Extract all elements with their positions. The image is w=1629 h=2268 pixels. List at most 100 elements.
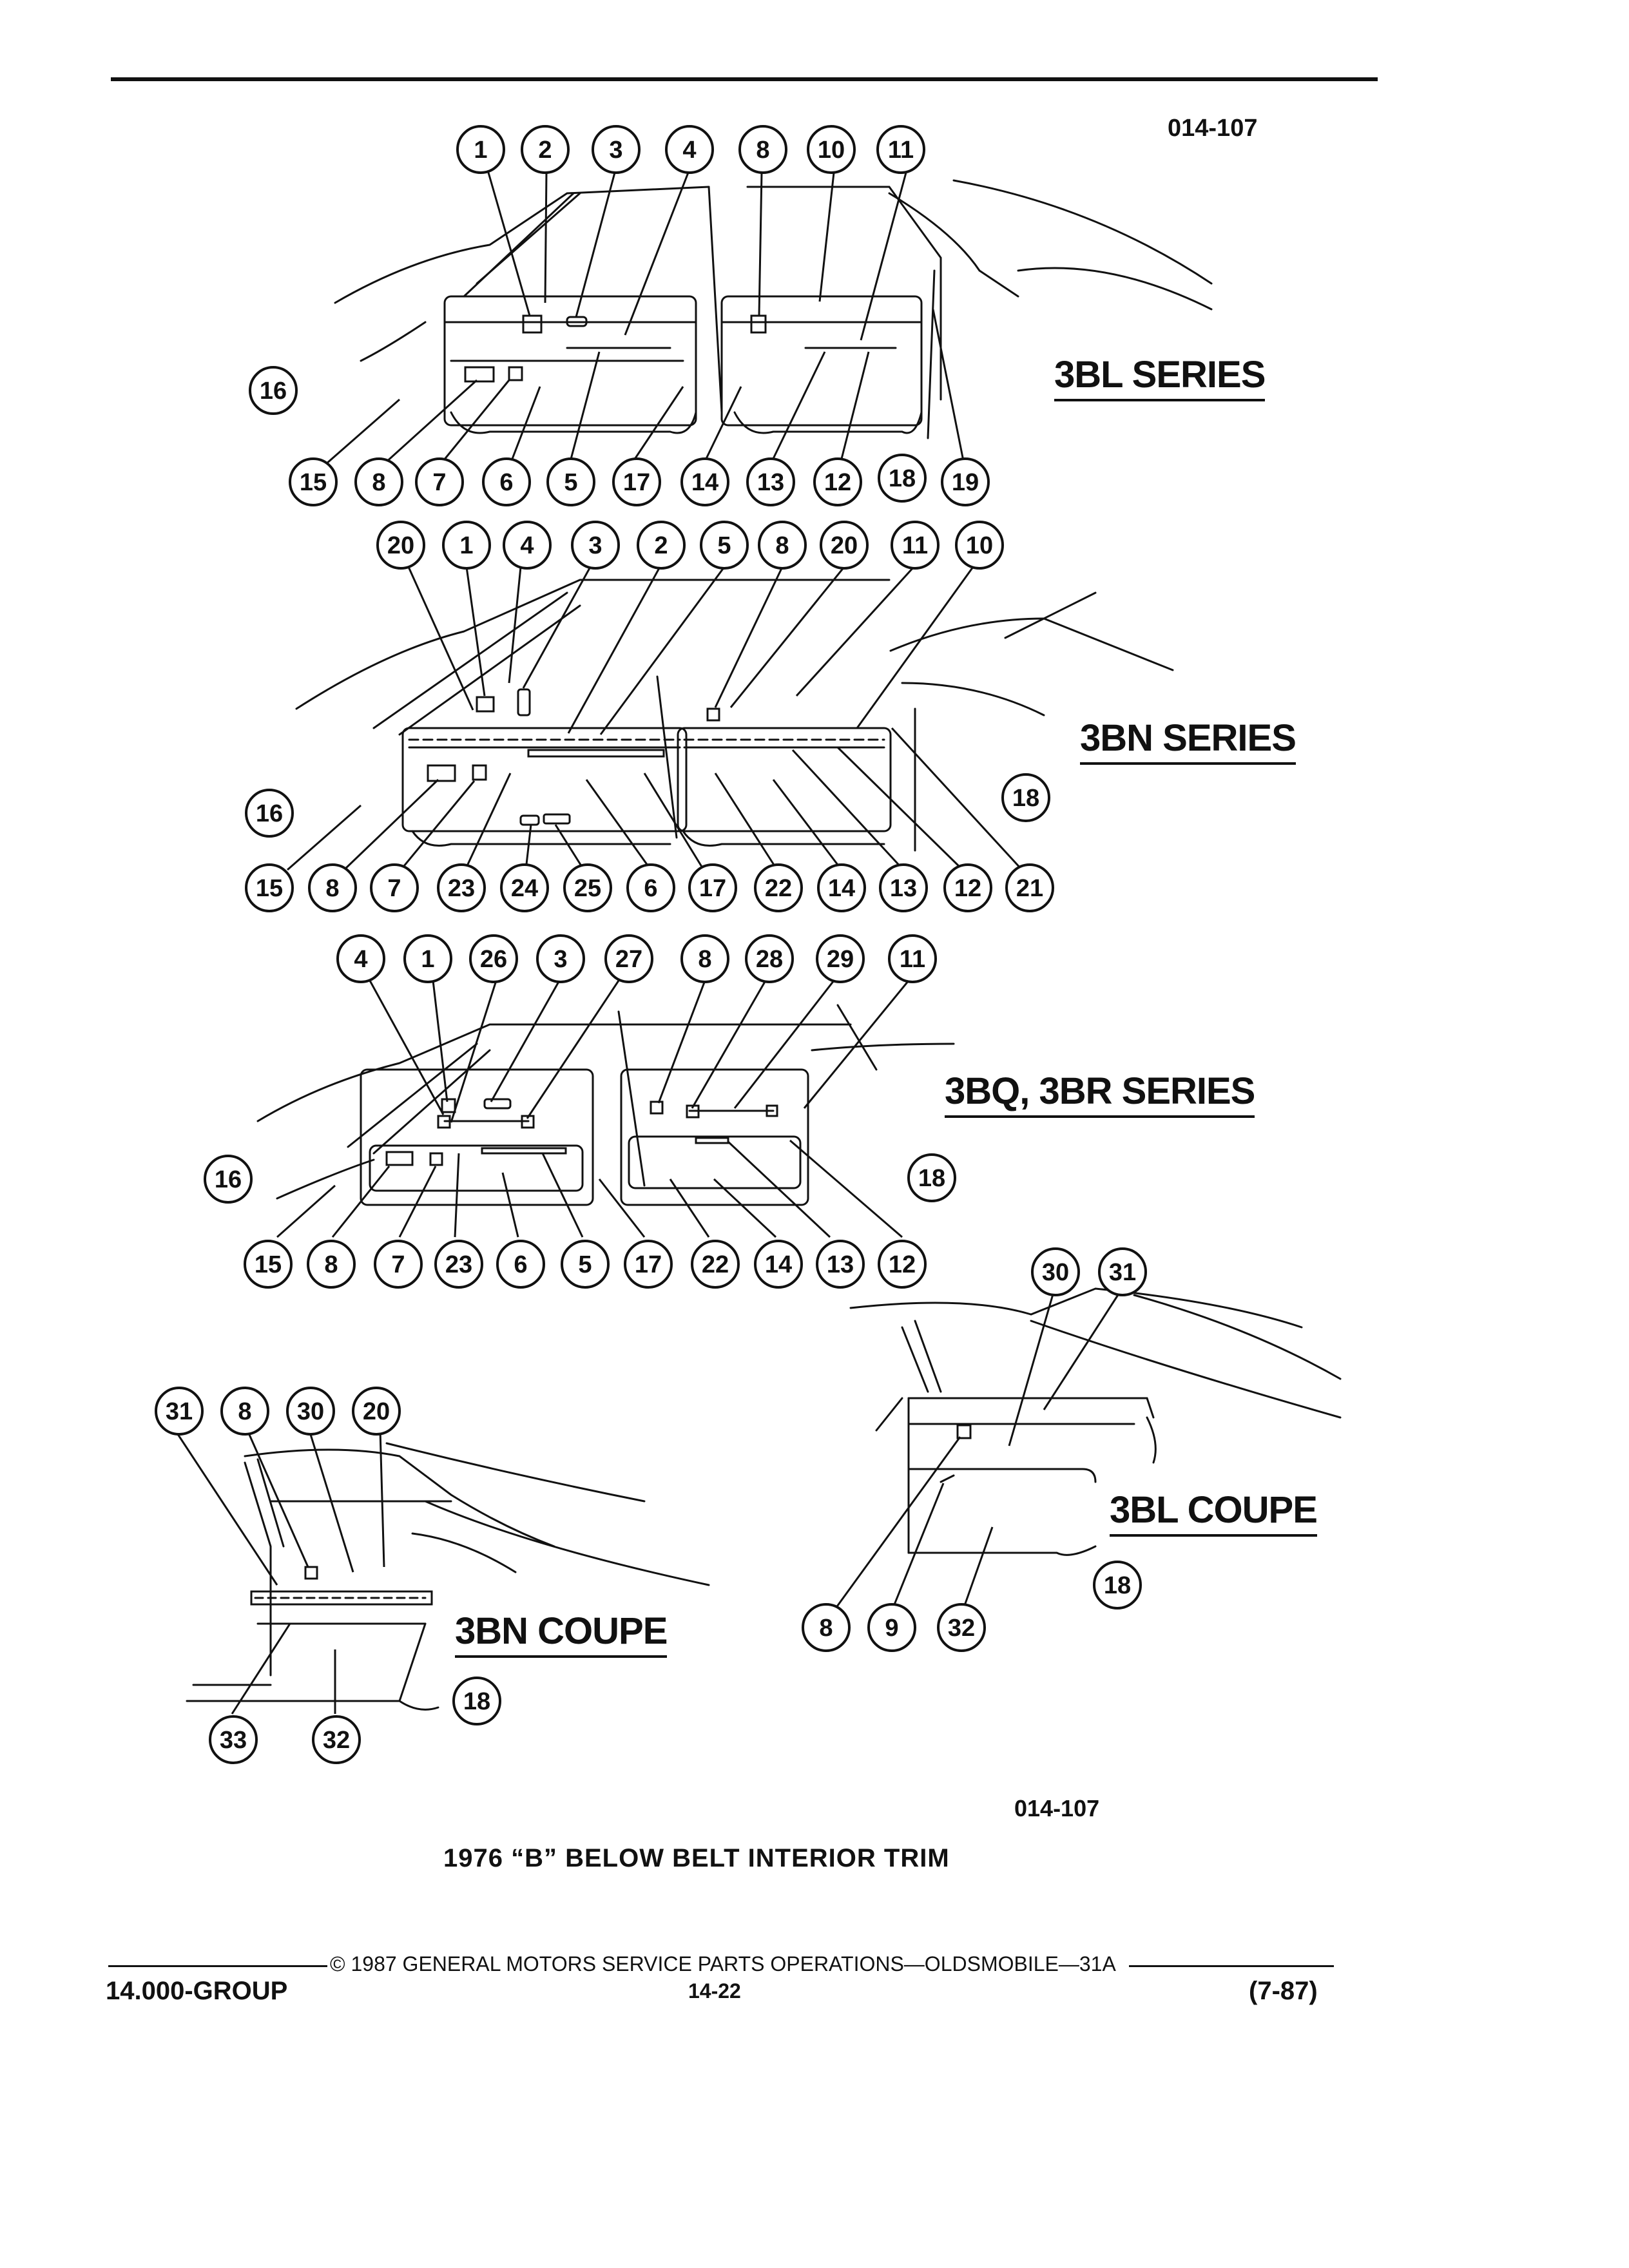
callout-number: 11 xyxy=(900,946,925,973)
callout-number: 18 xyxy=(463,1688,490,1715)
callout-number: 8 xyxy=(698,946,711,973)
callout-number: 12 xyxy=(954,875,981,902)
callout-number: 15 xyxy=(256,875,283,902)
callout-number: 1 xyxy=(421,946,434,973)
bl-series-title: 3BL SERIES xyxy=(1054,353,1266,401)
callout-number: 8 xyxy=(324,1251,338,1278)
callout-number: 18 xyxy=(1012,785,1039,812)
callout-number: 31 xyxy=(1109,1259,1136,1286)
callout-number: 16 xyxy=(256,800,283,827)
callout-number: 24 xyxy=(511,875,538,902)
callout-number: 29 xyxy=(827,946,854,973)
callout-number: 7 xyxy=(387,875,401,902)
callout-number: 26 xyxy=(480,946,507,973)
bn-coupe-drawing xyxy=(186,1442,710,1711)
callout-number: 17 xyxy=(635,1251,662,1278)
callout-number: 10 xyxy=(818,137,845,164)
callout-number: 18 xyxy=(889,465,916,492)
callout-number: 10 xyxy=(966,532,993,559)
callout-number: 5 xyxy=(578,1251,592,1278)
callout-number: 14 xyxy=(691,469,718,496)
callout-number: 20 xyxy=(363,1398,390,1425)
callout-number: 8 xyxy=(756,137,769,164)
callout-number: 30 xyxy=(297,1398,324,1425)
callout-number: 4 xyxy=(354,946,367,973)
callout-number: 28 xyxy=(756,946,783,973)
callout-number: 31 xyxy=(166,1398,193,1425)
callout-number: 11 xyxy=(902,532,928,559)
bl-series-drawing xyxy=(334,179,1213,439)
callout-number: 27 xyxy=(615,946,642,973)
callout-number: 17 xyxy=(699,875,726,902)
footer-group: 14.000-GROUP xyxy=(106,1977,288,2005)
callout-number: 20 xyxy=(387,532,414,559)
callout-number: 6 xyxy=(499,469,513,496)
callout-number: 12 xyxy=(824,469,851,496)
callout-number: 16 xyxy=(215,1166,242,1193)
callout-number: 32 xyxy=(323,1727,350,1754)
callout-number: 7 xyxy=(432,469,446,496)
callout-number: 21 xyxy=(1016,875,1043,902)
footer-revision: (7-87) xyxy=(1249,1977,1318,2005)
callout-number: 14 xyxy=(765,1251,792,1278)
callout-number: 33 xyxy=(220,1727,247,1754)
callout-number: 8 xyxy=(775,532,789,559)
callout-number: 2 xyxy=(654,532,668,559)
callout-number: 7 xyxy=(391,1251,405,1278)
callout-number: 8 xyxy=(819,1615,833,1642)
callout-number: 18 xyxy=(918,1165,945,1192)
callout-number: 2 xyxy=(538,137,552,164)
callout-number: 22 xyxy=(765,875,792,902)
callout-number: 6 xyxy=(514,1251,527,1278)
callout-number: 30 xyxy=(1042,1259,1069,1286)
callout-number: 16 xyxy=(260,378,287,405)
bn-coupe-title: 3BN COUPE xyxy=(455,1610,668,1658)
callout-number: 4 xyxy=(520,532,534,559)
callout-number: 20 xyxy=(831,532,858,559)
bl-coupe-drawing xyxy=(849,1287,1342,1556)
callout-number: 1 xyxy=(459,532,473,559)
bq-series-title: 3BQ, 3BR SERIES xyxy=(945,1070,1255,1118)
callout-number: 11 xyxy=(888,137,914,164)
callout-number: 3 xyxy=(609,137,622,164)
bq-series-drawing xyxy=(256,1004,955,1206)
footer-copyright: © 1987 GENERAL MOTORS SERVICE PARTS OPER… xyxy=(330,1952,1116,1975)
bn-series-drawing xyxy=(295,579,1174,852)
callout-number: 19 xyxy=(952,469,979,496)
callout-number: 5 xyxy=(564,469,577,496)
callout-number: 3 xyxy=(588,532,602,559)
footer-rule-left xyxy=(108,1965,327,1967)
callout-number: 23 xyxy=(445,1251,472,1278)
callout-number: 13 xyxy=(890,875,917,902)
figure-caption: 1976 “B” BELOW BELT INTERIOR TRIM xyxy=(443,1844,950,1872)
callout-number: 22 xyxy=(702,1251,729,1278)
callout-number: 13 xyxy=(757,469,784,496)
callout-number: 1 xyxy=(474,137,487,164)
callout-number: 8 xyxy=(238,1398,251,1425)
callout-number: 25 xyxy=(574,875,601,902)
callout-number: 6 xyxy=(644,875,657,902)
callout-number: 5 xyxy=(717,532,731,559)
callout-number: 15 xyxy=(300,469,327,496)
callout-number: 13 xyxy=(827,1251,854,1278)
callout-number: 14 xyxy=(828,875,855,902)
callout-number: 8 xyxy=(372,469,385,496)
callout-number: 32 xyxy=(948,1615,975,1642)
callout-number: 9 xyxy=(885,1615,898,1642)
figure-id-top: 014-107 xyxy=(1168,115,1258,142)
figure-id-bottom: 014-107 xyxy=(1014,1795,1100,1821)
callout-number: 4 xyxy=(682,137,696,164)
callout-number: 3 xyxy=(554,946,567,973)
callout-number: 8 xyxy=(325,875,339,902)
bn-series-title: 3BN SERIES xyxy=(1080,716,1296,765)
footer-page: 14-22 xyxy=(688,1979,741,2003)
callout-number: 17 xyxy=(623,469,650,496)
top-rule xyxy=(111,77,1378,81)
bl-coupe-title: 3BL COUPE xyxy=(1110,1488,1318,1537)
callout-number: 12 xyxy=(889,1251,916,1278)
callout-number: 23 xyxy=(448,875,475,902)
footer-rule-right xyxy=(1129,1965,1334,1967)
callout-number: 15 xyxy=(255,1251,282,1278)
